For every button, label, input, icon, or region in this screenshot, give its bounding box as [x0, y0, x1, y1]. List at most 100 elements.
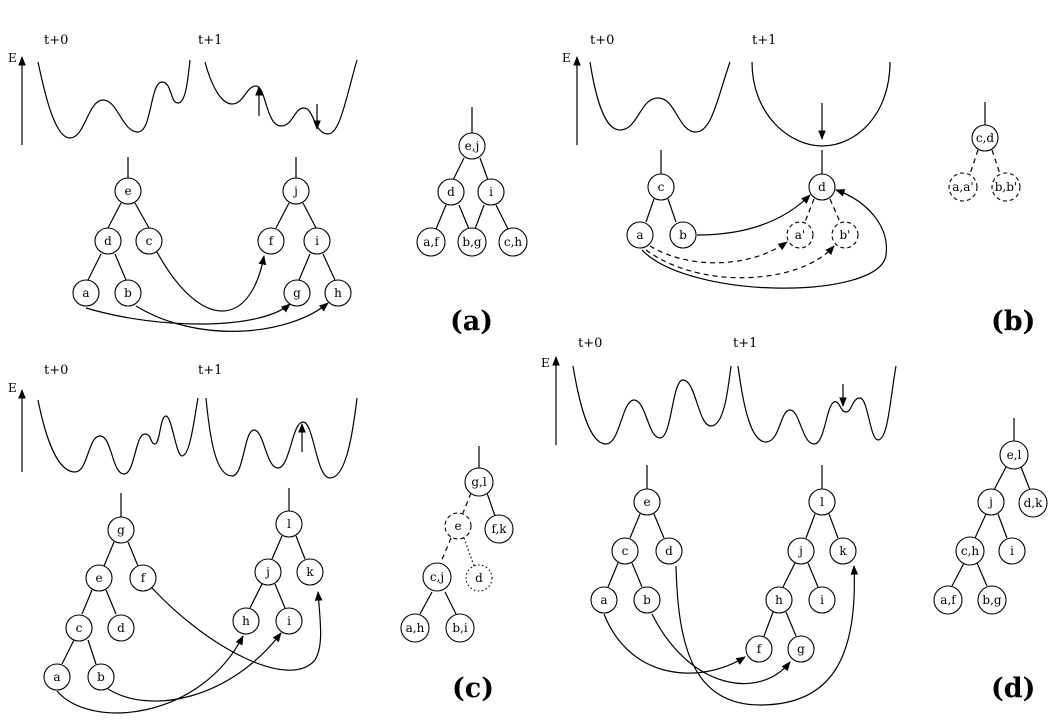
tree-node-a: a: [626, 221, 654, 249]
tree-t0: e c d a b: [590, 465, 683, 614]
svg-text:d: d: [447, 185, 455, 199]
svg-text:i: i: [489, 185, 493, 199]
svg-text:c,d: c,d: [976, 131, 995, 145]
tree-node-f-k: f,k: [484, 514, 514, 544]
svg-text:b: b: [97, 670, 105, 684]
tree-node-f: f: [129, 564, 157, 592]
svg-text:f: f: [269, 234, 275, 248]
panel-a: E t+0 t+1 e d c a b j f: [8, 33, 528, 337]
svg-text:a: a: [53, 670, 60, 684]
tree-node-b-i: b,i: [445, 613, 475, 643]
svg-text:a,f: a,f: [940, 593, 957, 607]
tree-node-k: k: [829, 537, 857, 565]
svg-text:j: j: [987, 495, 993, 509]
svg-text:e: e: [454, 519, 461, 533]
svg-text:l: l: [820, 495, 824, 509]
svg-text:c,j: c,j: [430, 570, 444, 584]
svg-text:c: c: [146, 234, 153, 248]
tree-node-i: i: [303, 227, 331, 255]
svg-text:l: l: [287, 517, 291, 531]
panel-b: E t+0 t+1 c a b d a' b' c: [562, 33, 1035, 337]
mapping-arrow-c-f: [156, 251, 267, 312]
svg-text:b': b': [840, 228, 851, 242]
tree-node-a: a: [72, 279, 100, 307]
svg-text:i: i: [1010, 544, 1014, 558]
svg-text:b,g: b,g: [462, 235, 481, 249]
tree-node-g: g: [787, 635, 815, 663]
tree-node-c-j: c,j: [422, 562, 452, 592]
mapping-arrow-b-d: [696, 194, 811, 236]
energy-landscape-t0: [572, 365, 732, 445]
tree-t0: c a b: [626, 150, 697, 249]
tree-node-h: h: [324, 279, 352, 307]
svg-text:b,i: b,i: [452, 621, 467, 635]
tree-node-d: d: [655, 537, 683, 565]
energy-landscape-t1: [205, 397, 358, 479]
svg-text:c: c: [76, 621, 83, 635]
svg-text:k: k: [306, 565, 314, 579]
tree-t1: l j k h i f g: [745, 465, 857, 663]
energy-landscape-t1: [204, 59, 358, 135]
mapping-arrow-a-a-prime: [649, 241, 788, 264]
energy-axis-label: E: [8, 381, 17, 395]
tree-t1: j f i g h: [257, 157, 352, 307]
svg-text:i: i: [287, 614, 291, 628]
tree-node-b: b: [114, 279, 142, 307]
svg-text:c,h: c,h: [504, 235, 523, 249]
svg-text:d: d: [818, 180, 826, 194]
svg-text:k: k: [839, 544, 847, 558]
mapping-arrow-b-g: [651, 613, 791, 685]
tree-t1: l j k h i: [232, 488, 324, 635]
energy-axis-label: E: [562, 51, 571, 65]
time-label-t1: t+1: [752, 33, 776, 48]
tree-node-c-d: c,d: [971, 124, 999, 152]
tree-node-j: j: [977, 488, 1005, 516]
svg-text:g: g: [797, 642, 805, 656]
svg-text:e,l: e,l: [1007, 448, 1022, 462]
panel-label-b: (b): [991, 306, 1035, 337]
svg-text:d,k: d,k: [1024, 496, 1043, 510]
tree-node-e: e: [85, 564, 113, 592]
svg-text:d: d: [665, 544, 673, 558]
tree-node-c: c: [65, 614, 93, 642]
time-label-t1: t+1: [198, 363, 222, 378]
tree-node-a: a: [43, 663, 71, 691]
svg-text:j: j: [797, 544, 803, 558]
time-label-t0: t+0: [44, 363, 68, 378]
tree-node-d: d: [94, 227, 122, 255]
mapping-arrow-a-g: [85, 303, 291, 325]
svg-text:g: g: [117, 523, 125, 537]
svg-text:j: j: [264, 565, 270, 579]
svg-text:h: h: [775, 593, 783, 607]
merged-tree: g,l e f,k c,j d a,h b,i: [400, 446, 514, 643]
svg-text:e: e: [95, 571, 102, 585]
tree-t1: d a' b': [786, 150, 859, 249]
tree-node-b: b: [669, 221, 697, 249]
energy-axis-label: E: [541, 356, 550, 370]
svg-text:i: i: [820, 593, 824, 607]
tree-node-b: b: [87, 663, 115, 691]
svg-text:g,l: g,l: [471, 475, 486, 489]
time-label-t1: t+1: [198, 33, 222, 48]
tree-node-f: f: [257, 227, 285, 255]
panel-d: E t+0 t+1 e c d a b l j k: [541, 336, 1048, 706]
tree-node-g: g: [283, 279, 311, 307]
svg-text:c,h: c,h: [961, 544, 980, 558]
svg-text:i: i: [315, 234, 319, 248]
svg-text:a: a: [600, 593, 607, 607]
mapping-arrow-b-h: [135, 302, 329, 332]
energy-landscape-t0: [589, 61, 731, 133]
tree-node-b: b: [633, 586, 661, 614]
tree-node-l: l: [808, 488, 836, 516]
svg-text:h: h: [334, 286, 342, 300]
merged-tree: e,l j d,k c,h i a,f b,g: [933, 418, 1048, 615]
tree-node-c-h: c,h: [498, 227, 528, 257]
mapping-arrow-d-k: [675, 565, 859, 706]
tree-node-j: j: [787, 537, 815, 565]
tree-node-d: d: [107, 614, 135, 642]
svg-text:a,f: a,f: [423, 235, 440, 249]
tree-node-j: j: [254, 558, 282, 586]
svg-text:b: b: [124, 286, 132, 300]
tree-node-a-f: a,f: [933, 585, 963, 615]
tree-node-g: g: [107, 516, 135, 544]
